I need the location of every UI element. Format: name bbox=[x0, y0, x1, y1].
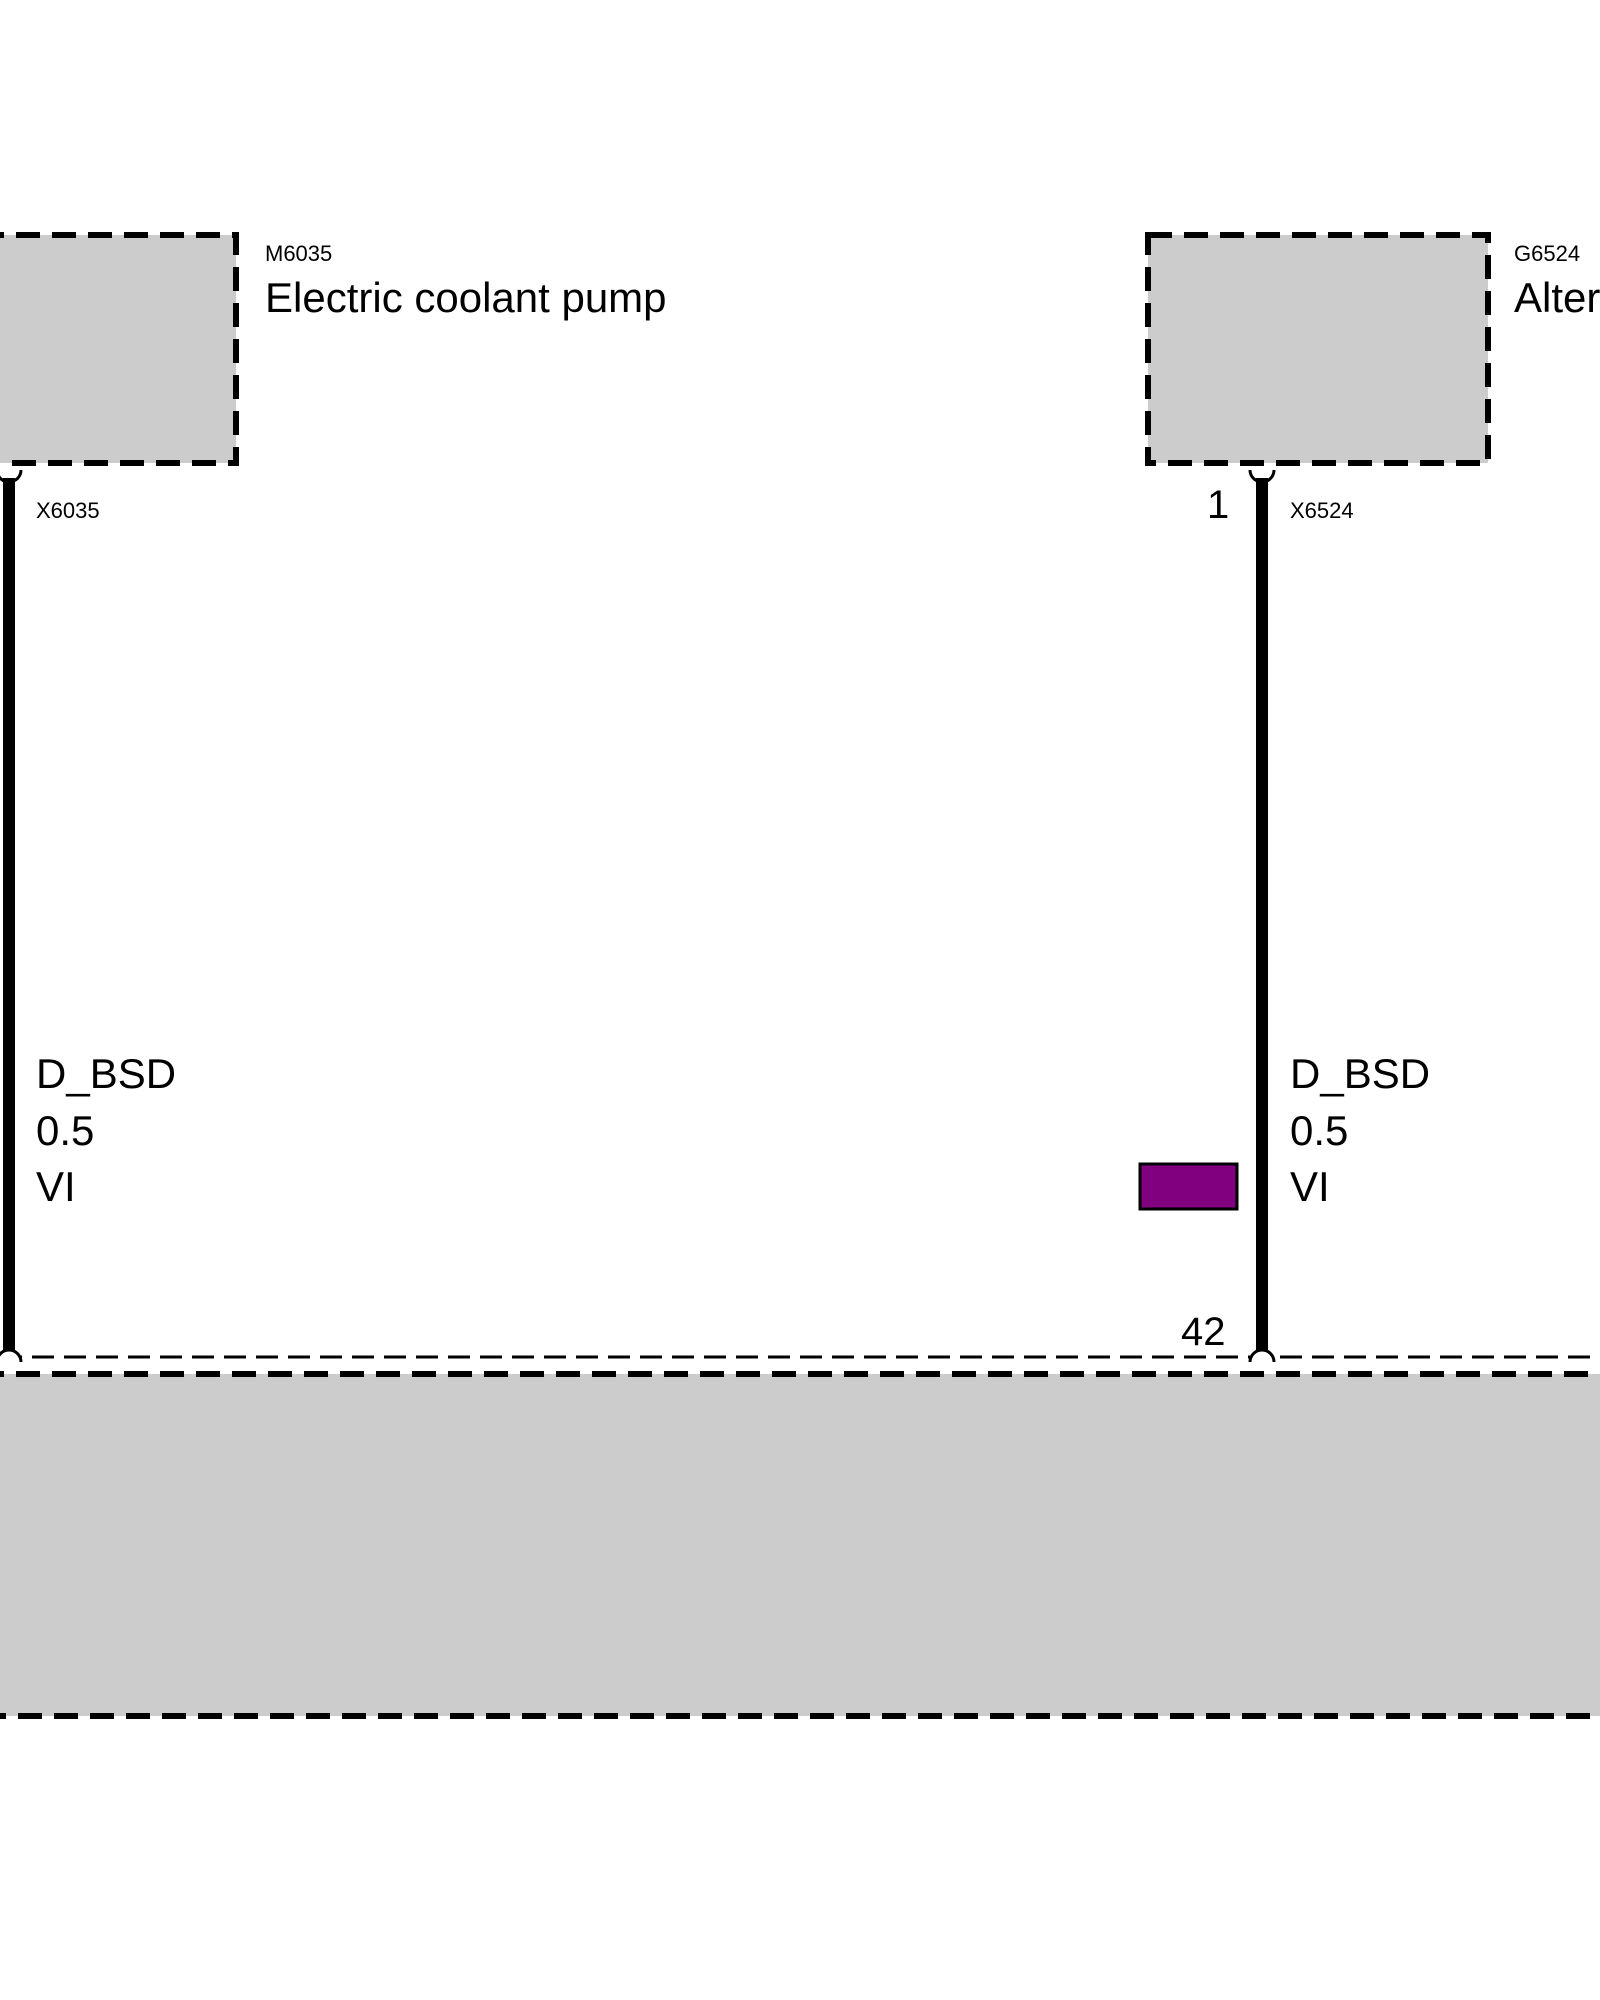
left-wire-cross-section: 0.5 bbox=[36, 1107, 94, 1154]
alternator-component-box[interactable] bbox=[1145, 232, 1491, 466]
pump-code: M6035 bbox=[265, 241, 332, 266]
right-wire-signal: D_BSD bbox=[1290, 1050, 1430, 1097]
right-top-connector-icon bbox=[1248, 469, 1276, 484]
alternator-code: G6524 bbox=[1514, 241, 1580, 266]
left-top-connector-icon bbox=[0, 469, 23, 484]
right-wire-cross-section: 0.5 bbox=[1290, 1107, 1348, 1154]
left-bottom-connector-icon bbox=[0, 1348, 23, 1363]
left-wire-signal: D_BSD bbox=[36, 1050, 176, 1097]
bottom-module-box[interactable] bbox=[0, 1371, 1600, 1719]
left-wire-color-code: VI bbox=[36, 1163, 76, 1210]
wire-color-swatch bbox=[1138, 1162, 1239, 1211]
right-wire-color-code: VI bbox=[1290, 1163, 1330, 1210]
alternator-name: Alternator bbox=[1514, 274, 1600, 321]
pump-name: Electric coolant pump bbox=[265, 274, 667, 321]
right-bottom-pin-number: 42 bbox=[1181, 1310, 1226, 1354]
right-connector-label: X6524 bbox=[1290, 498, 1354, 523]
right-bottom-connector-icon bbox=[1248, 1348, 1276, 1363]
right-top-pin-number: 1 bbox=[1207, 483, 1229, 527]
pump-component-box[interactable] bbox=[0, 232, 239, 466]
left-connector-label: X6035 bbox=[36, 498, 100, 523]
